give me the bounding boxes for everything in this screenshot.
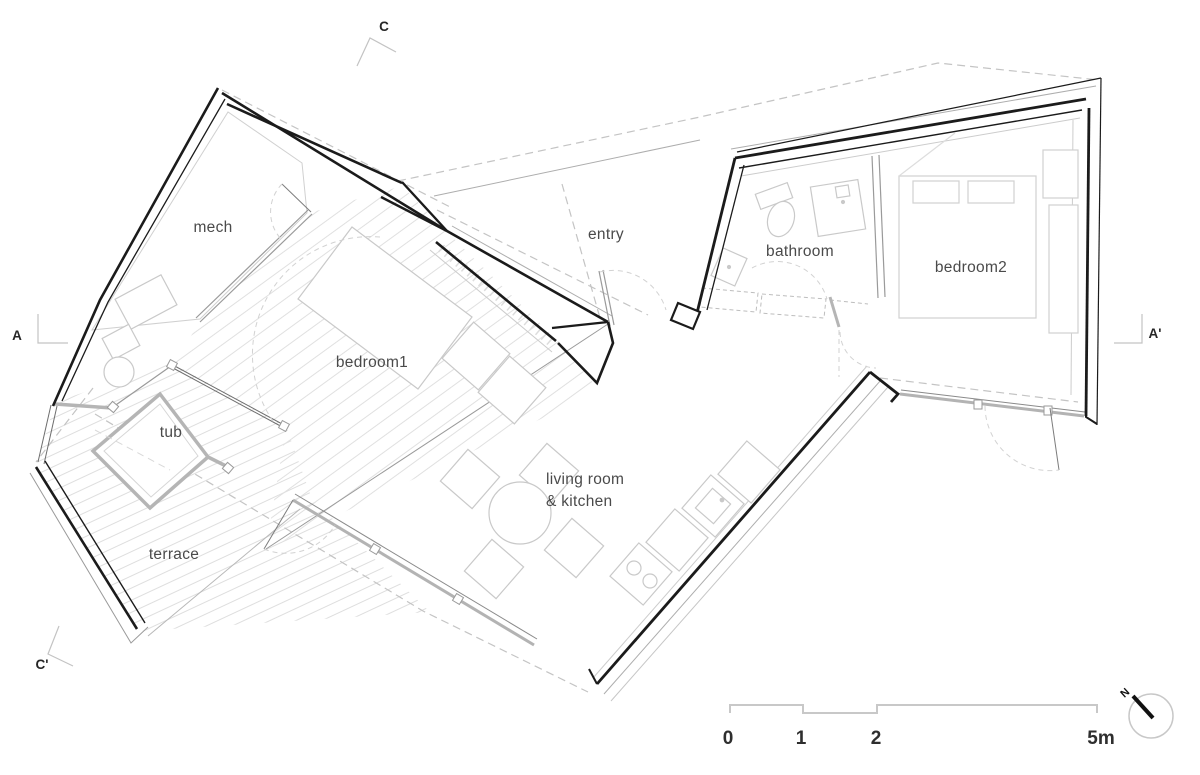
scale-bar-line (729, 704, 1098, 714)
soaking-tub (90, 391, 211, 511)
bedroom2-terrace-door-swing (984, 405, 1060, 472)
room-label-bedroom1: bedroom1 (336, 354, 408, 371)
bedroom2-glass-wall (899, 392, 1085, 418)
roof-overhang-dashed-outline (35, 62, 1100, 693)
scale-tick-2: 2 (871, 728, 882, 749)
entry-door-swing (599, 269, 667, 311)
bed1 (297, 226, 473, 390)
hall-closet-dashed (699, 287, 869, 319)
section-marker-a-prime: A' (1149, 326, 1162, 341)
scale-tick-0: 0 (723, 728, 734, 749)
bedroom1-furniture (297, 226, 547, 425)
section-marker-c: C (379, 19, 389, 34)
dining-chair (439, 442, 605, 600)
terrace-door-swing (263, 524, 336, 554)
room-label-living-line2: & kitchen (546, 493, 612, 510)
kitchen-counter (609, 440, 781, 606)
room-label-tub: tub (160, 424, 182, 441)
exterior-walls (34, 77, 1102, 685)
north-circle (1128, 693, 1174, 739)
bedroom2-furniture (898, 132, 1079, 334)
room-labels: mech entry bathroom bedroom2 bedroom1 tu… (149, 219, 1007, 563)
bedroom2-door-leaf (1049, 407, 1060, 471)
section-markers: C A A' C' (12, 19, 1161, 672)
glass-walls (106, 358, 1086, 647)
mullion-blocks (106, 358, 1053, 606)
section-marker-c-prime: C' (36, 657, 49, 672)
tub-and-low-walls (54, 296, 841, 511)
living-room-furniture (439, 442, 605, 600)
pillow (967, 180, 1015, 204)
bedroom2-hall-door-swing (839, 331, 877, 369)
hall-door-swing (751, 261, 828, 300)
corner-shelf (710, 247, 748, 287)
toilet (754, 181, 796, 238)
mech-equipment (101, 273, 178, 388)
bedroom1-floor-hatch (172, 186, 600, 549)
living-glass-wall (292, 498, 535, 647)
kitchen-sink (694, 487, 732, 525)
closet-bedroom2 (1042, 149, 1079, 199)
window (37, 363, 287, 465)
closet1 (441, 321, 511, 391)
mech-room (91, 111, 308, 388)
scale-tick-1: 1 (796, 728, 807, 749)
closet2 (477, 355, 547, 425)
room-label-terrace: terrace (149, 546, 199, 563)
dining-table (488, 481, 552, 545)
interior-partitions (195, 154, 886, 327)
stove (626, 560, 658, 589)
section-tick (37, 37, 1143, 667)
scale-tick-5m: 5m (1087, 728, 1114, 749)
section-marker-a: A (12, 328, 22, 343)
room-label-living-line1: living room (546, 471, 624, 488)
eave-lines (29, 85, 1097, 702)
room-label-mech: mech (193, 219, 232, 236)
room-label-bedroom2: bedroom2 (935, 259, 1007, 276)
room-label-bathroom: bathroom (766, 243, 834, 260)
mech-door-swing (270, 183, 283, 241)
north-arrow: N (1118, 686, 1174, 739)
wardrobe-bedroom2 (1048, 204, 1079, 334)
scale-bar: 0 1 2 5m (723, 704, 1115, 749)
terrace-door-leaf (263, 499, 294, 550)
pillow (912, 180, 960, 204)
bathroom-fixtures (710, 178, 867, 287)
room-label-entry: entry (588, 226, 624, 243)
north-label: N (1118, 686, 1132, 700)
doors (251, 183, 1060, 554)
bathroom-sink (809, 178, 867, 238)
mech-door-leaf (281, 183, 312, 213)
north-needle (1131, 694, 1155, 720)
bedroom1-door-swing (251, 236, 381, 425)
